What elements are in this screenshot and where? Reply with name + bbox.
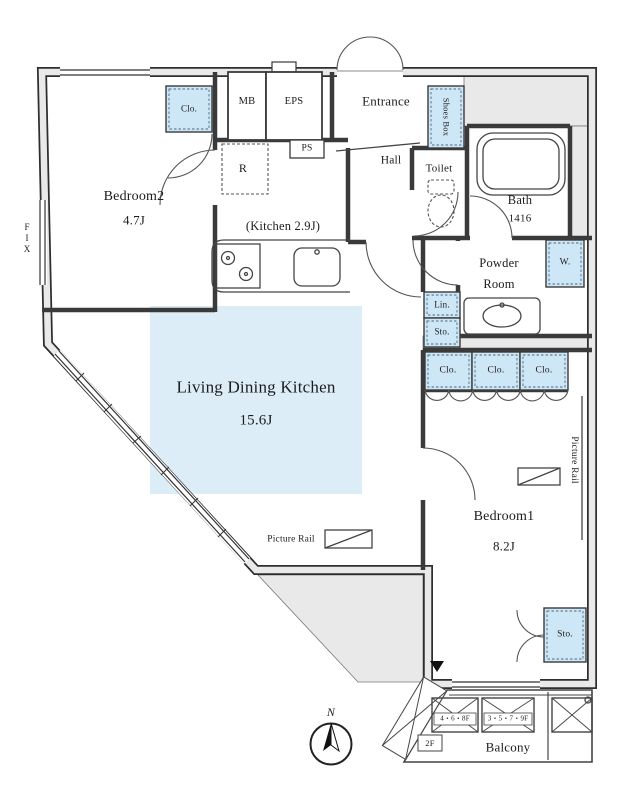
bathtub-inner <box>482 138 560 190</box>
label-fix-window: FIX <box>22 222 32 255</box>
label-picture-rail-east: Picture Rail <box>568 436 579 484</box>
label-entrance: Entrance <box>362 93 410 109</box>
storage-bedroom1-box <box>543 607 587 663</box>
label-refrigerator: R <box>238 161 248 175</box>
toilet-door-arc <box>413 191 459 237</box>
label-compass-north: N <box>326 705 336 719</box>
entrance-step <box>335 142 421 152</box>
windows <box>37 67 540 689</box>
toilet-tank <box>427 179 455 195</box>
hatch-box-floors-a <box>431 697 479 733</box>
storage-hall-box <box>423 317 461 348</box>
compass-needle-dark <box>323 723 331 751</box>
label-mb: MB <box>238 95 256 107</box>
label-hatch-floors-b: 3・5・7・9F <box>487 714 529 723</box>
bedroom2-door-arc <box>159 149 216 206</box>
burner-icon <box>238 266 254 282</box>
label-bedroom1-size: 8.2J <box>492 538 516 554</box>
label-closet-1: Clo. <box>439 365 457 376</box>
label-floor-2f: 2F <box>425 737 435 748</box>
label-storage-hall: Sto. <box>434 326 450 337</box>
diagonal-window <box>53 349 251 565</box>
wall-fill-above-bath <box>463 73 591 127</box>
label-bath-name: Bath <box>507 192 533 207</box>
storage-boxes <box>165 85 587 663</box>
washer-space-box <box>545 239 585 288</box>
drain-icon <box>584 696 592 704</box>
label-shoes-box: Shoes Box <box>441 97 452 137</box>
label-bedroom2-size: 4.7J <box>122 212 146 228</box>
eps-box <box>265 71 323 141</box>
label-hall: Hall <box>380 154 402 167</box>
ldk-highlight <box>150 306 362 494</box>
label-toilet: Toilet <box>425 162 453 175</box>
bath-door-arc <box>469 195 513 239</box>
label-ps: PS <box>301 143 313 154</box>
entrance-door-arc <box>336 36 404 71</box>
floor-2f-box <box>417 734 443 752</box>
label-balcony: Balcony <box>485 739 531 755</box>
kitchen-sink <box>293 247 341 287</box>
ldk-door-arc <box>365 241 422 298</box>
ps-box <box>289 139 325 159</box>
kitchen-counter <box>211 239 350 293</box>
fixtures <box>211 132 592 704</box>
hatch-box-floors-b <box>481 697 535 733</box>
label-closet-2: Clo. <box>487 365 505 376</box>
label-linen: Lin. <box>434 299 450 310</box>
vanity <box>463 297 541 335</box>
storage-bedroom1-door-arcs <box>516 609 545 663</box>
label-kitchen: (Kitchen 2.9J) <box>245 218 321 233</box>
label-closet-3: Clo. <box>535 365 553 376</box>
label-powder-room-2: Room <box>483 276 515 291</box>
ac-unit-ldk <box>324 529 373 549</box>
mb-box <box>227 71 267 141</box>
faucet-icon <box>314 249 320 255</box>
shoes-box <box>427 85 465 149</box>
compass <box>309 722 353 766</box>
stove <box>215 243 261 289</box>
label-bedroom1-name: Bedroom1 <box>473 509 535 524</box>
label-eps: EPS <box>284 95 304 107</box>
closet2-box <box>471 351 521 391</box>
label-hatch-floors-a: 4・6・8F <box>440 714 470 723</box>
bedroom1-door-arc <box>422 447 476 501</box>
burner-icon <box>220 250 236 266</box>
balcony-slant-hatch <box>381 676 448 761</box>
powder-door-arc <box>412 239 459 286</box>
bathtub-outer <box>476 132 566 196</box>
closet1-box <box>424 351 473 391</box>
closet-scallops <box>424 389 569 402</box>
storage-boxes-dashed <box>168 88 584 660</box>
label-closet-bedroom2: Clo. <box>180 103 198 114</box>
hatch-box-plain <box>551 697 593 733</box>
compass-needle-light <box>330 722 340 753</box>
label-storage-bedroom1: Sto. <box>557 629 573 640</box>
label-bedroom2-name: Bedroom2 <box>103 189 165 204</box>
label-picture-rail-south: Picture Rail <box>267 534 315 545</box>
utility-boxes <box>227 61 325 159</box>
ac-unit-bedroom1 <box>517 467 561 486</box>
vanity-basin <box>482 304 522 328</box>
closet3-box <box>519 351 569 391</box>
label-powder-room-1: Powder <box>479 255 519 270</box>
label-ldk-name: Living Dining Kitchen <box>176 377 336 397</box>
refrigerator-space <box>221 143 269 195</box>
direction-marker-triangle <box>430 661 444 672</box>
label-bath-size: 1416 <box>508 212 532 225</box>
bedroom2-closet-arc <box>167 133 213 179</box>
label-ldk-size: 15.6J <box>239 412 273 429</box>
door-arcs <box>159 36 545 663</box>
entrance-opening <box>337 66 403 78</box>
closet-bedroom2-box <box>165 85 213 133</box>
label-washer: W. <box>559 257 571 268</box>
